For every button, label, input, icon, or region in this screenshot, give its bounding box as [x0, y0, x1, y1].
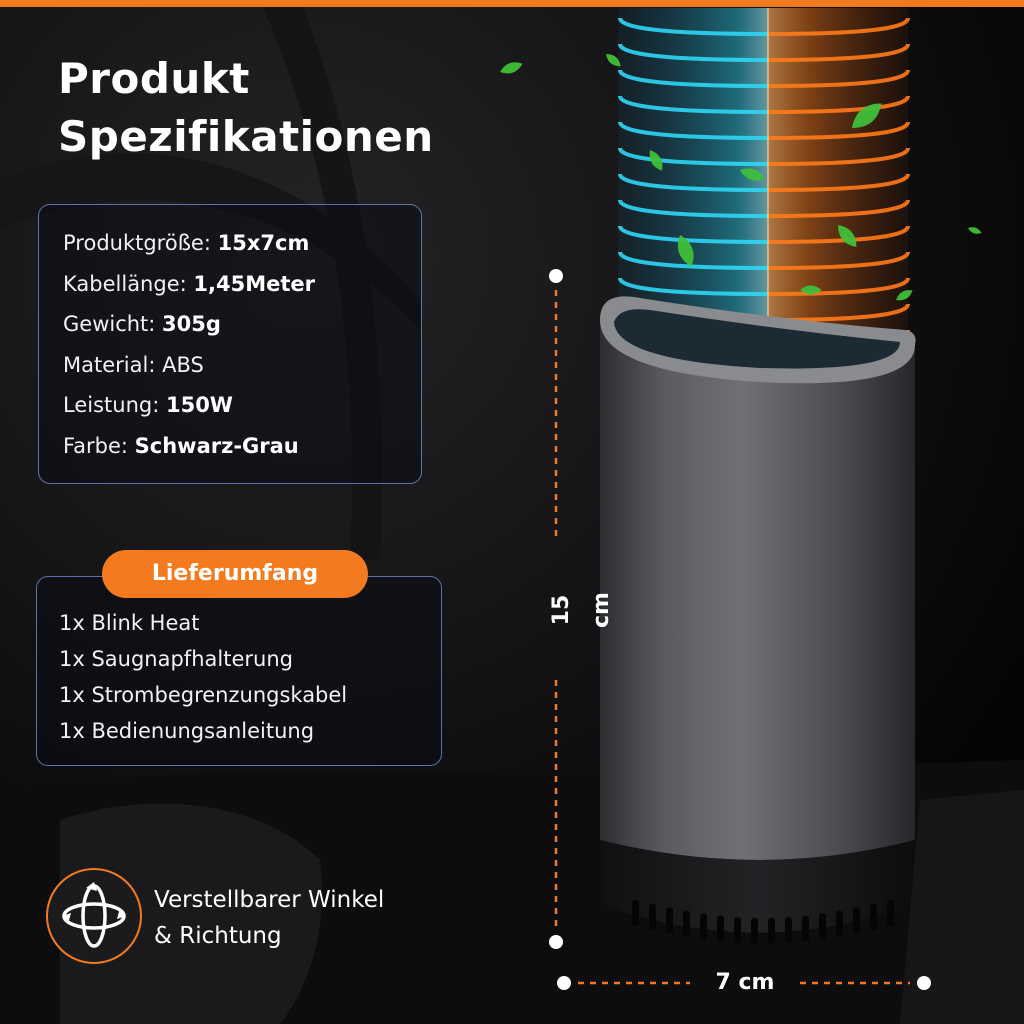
height-marker-bottom [549, 935, 563, 949]
cool-ring [618, 277, 769, 296]
hot-ring [767, 199, 910, 218]
cool-ring [618, 17, 769, 36]
spec-row: Farbe: Schwarz-Grau [63, 426, 421, 467]
delivery-badge: Lieferumfang [102, 550, 368, 598]
list-item: 1x Bedienungsanleitung [59, 719, 315, 743]
title-line-2: Spezifikationen [58, 112, 434, 161]
width-marker-left [557, 976, 571, 990]
hot-ring [767, 121, 910, 140]
cool-ring [618, 43, 769, 62]
vent-slot [768, 917, 775, 944]
leaf [968, 227, 982, 234]
height-label: 15 cm [549, 592, 614, 628]
vent-slot [836, 910, 843, 937]
width-marker-right [917, 976, 931, 990]
leaf [852, 103, 882, 128]
vent-slot [802, 915, 809, 942]
vent-slot [819, 913, 826, 940]
spec-row: Kabellänge: 1,45Meter [63, 264, 421, 305]
cool-ring [618, 173, 769, 192]
spec-label: Gewicht: [63, 312, 163, 337]
hot-ring [767, 69, 910, 88]
leaf [677, 235, 694, 267]
spec-label: Produktgröße: [63, 231, 218, 255]
vent-slot [666, 907, 673, 934]
width-label: 7 cm [715, 970, 775, 995]
leaf [500, 62, 523, 74]
spec-value: 150W [165, 393, 233, 418]
accent-top-bar [0, 0, 1024, 7]
vent-slot [717, 915, 724, 942]
cool-ring [618, 121, 769, 140]
vent-slot [785, 917, 792, 944]
vent-slot [853, 907, 860, 934]
spec-row: Leistung: 150W [63, 385, 421, 426]
list-item: 1x Saugnapfhalterung [59, 647, 293, 671]
hot-ring [767, 43, 910, 62]
cool-ring [618, 69, 769, 88]
leaf [896, 290, 913, 301]
vent-slot [887, 900, 894, 926]
cool-ring [618, 95, 769, 114]
spec-row: Gewicht: 305g [63, 304, 421, 345]
vent-slot [870, 903, 877, 930]
spec-label: Farbe: [63, 433, 135, 458]
spec-list: Produktgröße: 15x7cm Kabellänge: 1,45Met… [38, 204, 422, 484]
leaf [838, 225, 857, 248]
leaf [606, 54, 621, 67]
spec-value: 305g [162, 312, 221, 337]
title-line-1: Produkt [58, 54, 250, 103]
hot-ring [767, 251, 910, 270]
vent-slot [649, 903, 656, 930]
vent-slot [700, 913, 707, 940]
list-item: 1x Strombegrenzungskabel [59, 683, 348, 707]
cool-ring [618, 225, 769, 244]
feature-caption: Verstellbarer Winkel & Richtung [154, 882, 384, 954]
feature-line-2: & Richtung [154, 923, 282, 949]
page-title: Produkt Spezifikationen [58, 50, 434, 166]
list-item: 1x Blink Heat [59, 611, 200, 635]
spec-value: 1,45Meter [193, 271, 315, 296]
spec-value: Schwarz-Grau [134, 433, 299, 458]
spec-value: ABS [162, 352, 204, 377]
leaf [800, 285, 822, 295]
cup-opening [614, 309, 900, 369]
spec-row: Produktgröße: 15x7cm [63, 223, 421, 264]
cool-ring [618, 199, 769, 218]
hot-ring [767, 17, 910, 36]
spec-label: Kabellänge: [63, 271, 194, 296]
spec-row: Material: ABS [63, 345, 421, 386]
vent-slot [751, 917, 758, 944]
cup-body [600, 320, 915, 860]
feature-line-1: Verstellbarer Winkel [154, 887, 385, 913]
cup-base [600, 840, 915, 933]
hot-ring [767, 277, 910, 296]
hot-ring [767, 147, 910, 166]
hot-ring [767, 173, 910, 192]
hot-ring [767, 225, 910, 244]
vent-slot [683, 910, 690, 937]
vent-slot [734, 917, 741, 944]
spec-label: Material: [63, 352, 163, 377]
leaf [740, 168, 765, 181]
vent-slot [632, 900, 639, 926]
height-marker-top [549, 269, 563, 283]
rotate-arrows-icon [46, 868, 142, 964]
leaf [649, 150, 663, 171]
delivery-list: 1x Blink Heat 1x Saugnapfhalterung 1x St… [36, 576, 442, 766]
spec-label: Leistung: [63, 393, 166, 418]
spec-value: 15x7cm [217, 231, 310, 255]
cool-ring [618, 251, 769, 270]
